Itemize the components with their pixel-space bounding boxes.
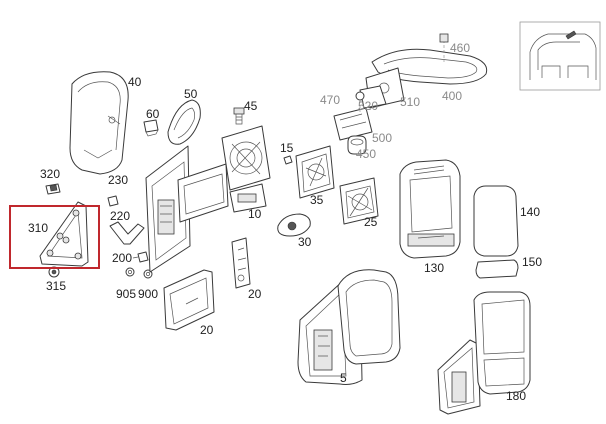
label-130[interactable]: 130 (424, 261, 444, 275)
part-220-elbow[interactable] (109, 221, 145, 245)
label-150[interactable]: 150 (522, 255, 542, 269)
label-460[interactable]: 460 (450, 41, 470, 55)
label-520[interactable]: 520 (358, 99, 378, 113)
part-140-mirror-glass[interactable] (473, 185, 519, 257)
label-470[interactable]: 470 (320, 93, 340, 107)
part-60-clip[interactable] (143, 119, 159, 137)
part-310-triangle-cover[interactable] (39, 201, 89, 267)
part-230-pin[interactable] (107, 195, 119, 207)
part-905-washer[interactable] (125, 267, 135, 277)
part-470-plate[interactable] (333, 107, 373, 141)
label-35[interactable]: 35 (310, 193, 324, 207)
label-20-bracket[interactable]: 20 (248, 287, 262, 301)
part-50-turn-signal[interactable] (167, 99, 201, 145)
vehicle-thumbnail (519, 21, 601, 91)
part-510-bracket[interactable] (359, 85, 387, 109)
part-45-screw[interactable] (233, 107, 245, 125)
part-200-screw[interactable] (132, 251, 149, 263)
label-60[interactable]: 60 (146, 107, 160, 121)
label-400[interactable]: 400 (442, 89, 462, 103)
label-25[interactable]: 25 (364, 215, 378, 229)
label-30[interactable]: 30 (298, 235, 312, 249)
part-180-complete-mirror[interactable] (437, 291, 531, 415)
label-500[interactable]: 500 (372, 131, 392, 145)
label-140[interactable]: 140 (520, 205, 540, 219)
label-200[interactable]: 200 (112, 251, 132, 265)
label-450[interactable]: 450 (356, 147, 376, 161)
part-460-screw[interactable] (439, 33, 449, 62)
label-45[interactable]: 45 (244, 99, 258, 113)
part-315-nut[interactable] (48, 266, 60, 278)
part-150-lower-glass[interactable] (475, 259, 519, 279)
label-15[interactable]: 15 (280, 141, 294, 155)
label-315[interactable]: 315 (46, 279, 66, 293)
label-10[interactable]: 10 (248, 207, 262, 221)
label-230[interactable]: 230 (108, 173, 128, 187)
label-50[interactable]: 50 (184, 87, 198, 101)
part-30-sensor[interactable] (277, 213, 311, 237)
part-400-mirror-arm[interactable] (365, 48, 488, 109)
part-20-housing-plate[interactable] (163, 269, 215, 331)
part-130-mirror-housing[interactable] (399, 159, 461, 259)
label-220[interactable]: 220 (110, 209, 130, 223)
part-320-bolt[interactable] (45, 183, 61, 195)
label-510[interactable]: 510 (400, 95, 420, 109)
label-320[interactable]: 320 (40, 167, 60, 181)
selected-part-highlight (9, 205, 100, 269)
label-905[interactable]: 905 (116, 287, 136, 301)
part-15-screw[interactable] (283, 155, 293, 165)
label-900[interactable]: 900 (138, 287, 158, 301)
label-5[interactable]: 5 (340, 371, 347, 385)
part-500-cylinder[interactable] (347, 135, 367, 155)
label-40[interactable]: 40 (128, 75, 142, 89)
part-10-mirror-base[interactable] (145, 145, 229, 273)
part-25-glass-plate[interactable] (339, 177, 379, 225)
part-20-bracket[interactable] (231, 237, 251, 289)
part-5-complete-mirror[interactable] (297, 269, 401, 385)
part-40-mirror-cover[interactable] (69, 71, 129, 175)
part-35-glass-plate[interactable] (295, 145, 335, 199)
label-20-plate[interactable]: 20 (200, 323, 214, 337)
part-10-mirror-adjuster[interactable] (221, 125, 271, 213)
part-number-labels: 40 60 50 45 320 230 310 220 200 315 905 … (28, 41, 542, 403)
label-310[interactable]: 310 (28, 221, 48, 235)
part-520-bolt[interactable] (355, 91, 365, 112)
label-180[interactable]: 180 (506, 389, 526, 403)
